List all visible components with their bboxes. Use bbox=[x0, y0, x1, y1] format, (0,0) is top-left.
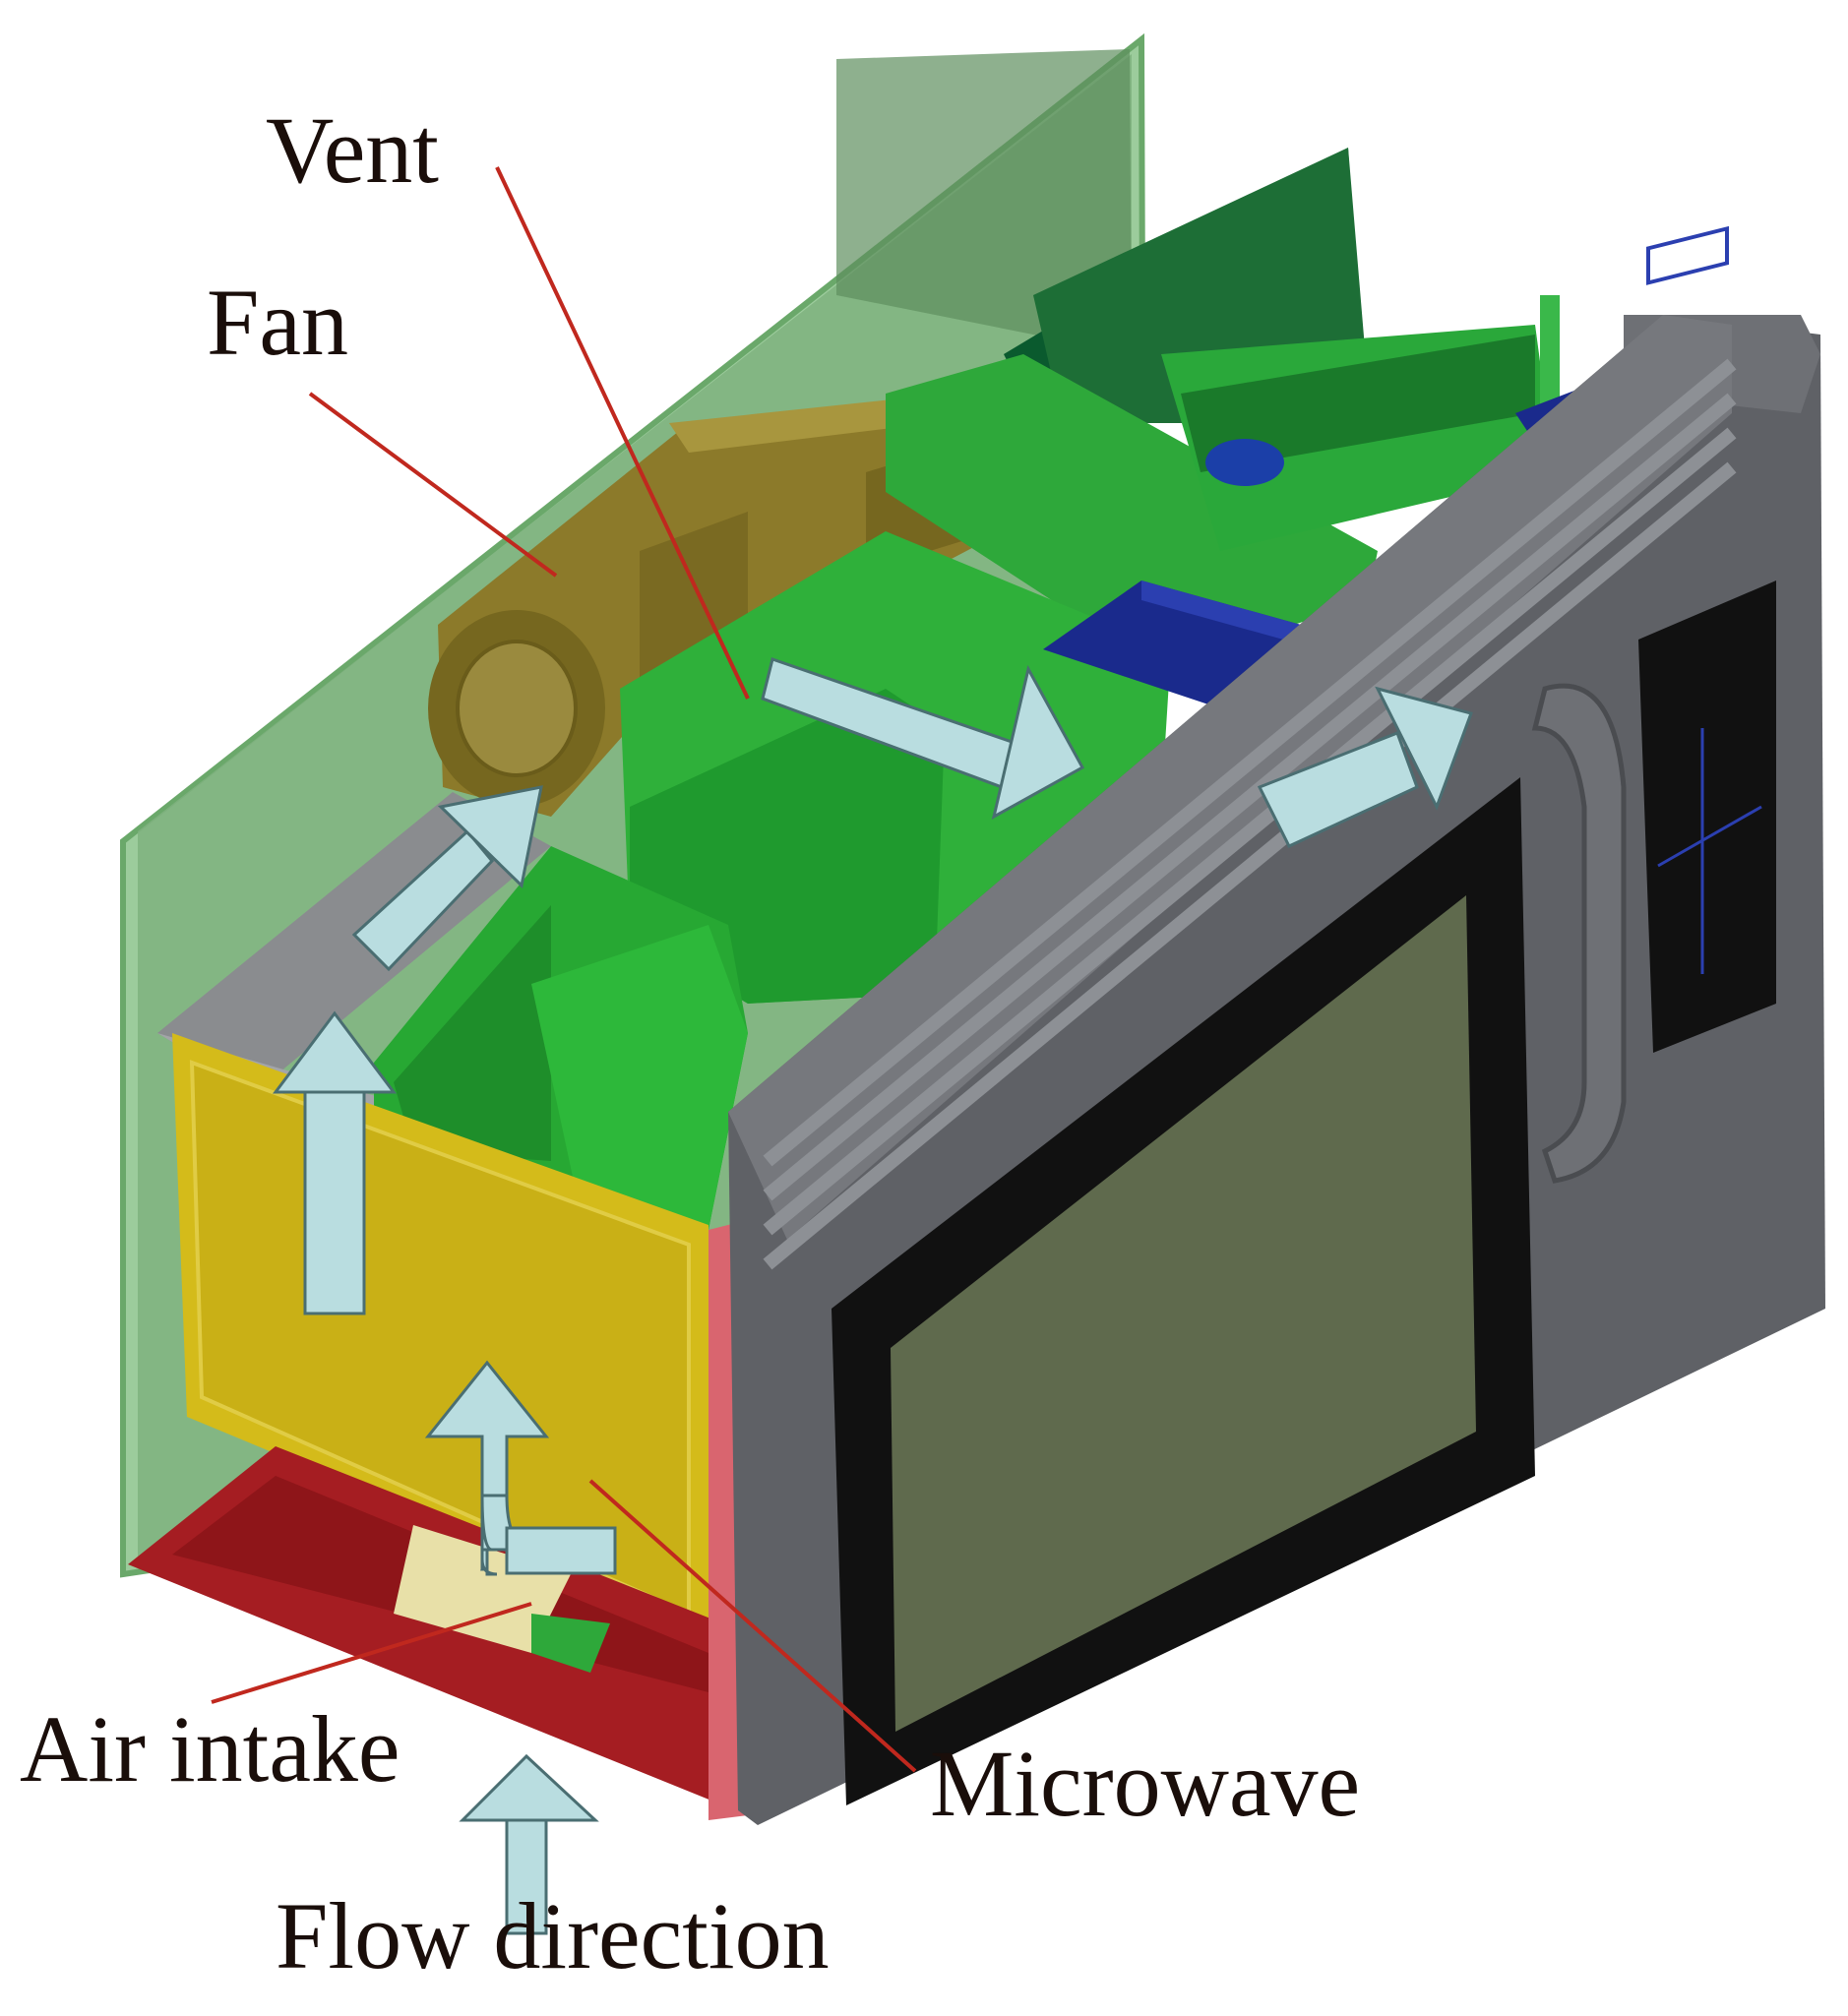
vent-pointer bbox=[495, 166, 750, 700]
flow-arrow-fan-shaft bbox=[351, 828, 495, 972]
fan-pointer bbox=[308, 392, 558, 578]
flow-arrow-curve-base bbox=[505, 1526, 617, 1575]
flow-arrow-front-shaft bbox=[1257, 731, 1419, 848]
air-intake-pointer bbox=[211, 1602, 532, 1704]
front-grooves bbox=[763, 358, 1737, 1270]
door-window bbox=[832, 777, 1535, 1805]
fan-housing bbox=[428, 389, 1014, 817]
flow-arrow-front-head bbox=[1375, 686, 1473, 811]
flow-arrow-up-shaft bbox=[303, 1090, 366, 1315]
vent-label: Vent bbox=[266, 97, 439, 203]
control-panel bbox=[1638, 225, 1776, 1053]
flow-arrow-fan-head bbox=[437, 785, 543, 889]
flow-arrow-vent-head bbox=[991, 664, 1085, 820]
flow-arrow-intake-bottom-head bbox=[459, 1753, 599, 1822]
pointer-lines bbox=[211, 166, 917, 1773]
vent-duct bbox=[374, 148, 1560, 1259]
air-intake-label: Air intake bbox=[20, 1696, 400, 1802]
flow-direction-label: Flow direction bbox=[276, 1883, 830, 1988]
microwave-pointer bbox=[588, 1479, 917, 1773]
flow-arrow-up-head bbox=[273, 1010, 397, 1094]
fan-label: Fan bbox=[207, 270, 348, 375]
flow-arrows bbox=[273, 657, 1473, 1935]
flow-arrow-curve-tail bbox=[480, 1436, 498, 1576]
microwave-label: Microwave bbox=[930, 1731, 1360, 1836]
door-handle bbox=[1531, 683, 1627, 1184]
